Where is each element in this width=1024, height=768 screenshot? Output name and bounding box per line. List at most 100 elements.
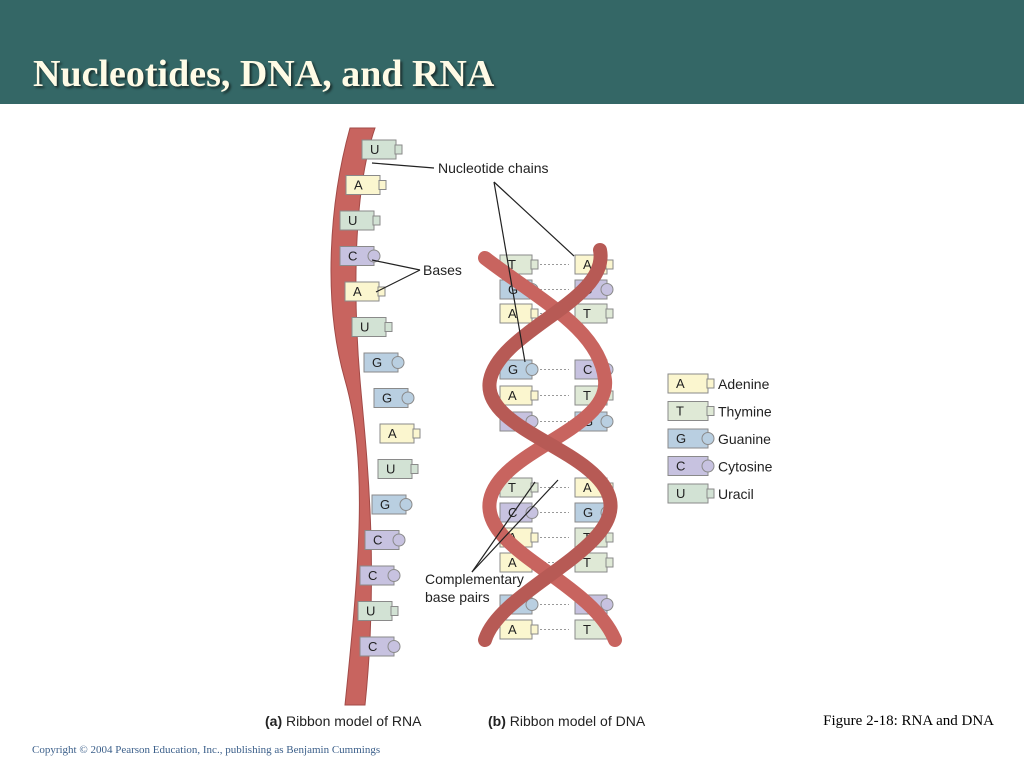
dna-pair-2-left-letter: A <box>508 306 517 321</box>
rna-base-14-knob <box>387 640 401 653</box>
rna-base-0-letter: U <box>370 142 379 157</box>
dna-pair-7-left-knob <box>525 506 539 519</box>
legend-item-adenine: A Adenine <box>667 373 770 394</box>
rna-base-9-letter: U <box>386 462 395 477</box>
rna-base-4-letter: A <box>353 284 362 299</box>
dna-pair-2-left-tab <box>530 308 539 319</box>
panel-b-label: (b) Ribbon model of DNA <box>488 713 646 729</box>
legend-swatch-4-letter: U <box>676 486 685 501</box>
rna-base-1: A <box>345 175 387 195</box>
dna-pair-6-left-letter: T <box>508 480 516 495</box>
rna-base-3-letter: C <box>348 249 357 264</box>
copyright-notice: Copyright © 2004 Pearson Education, Inc.… <box>32 744 381 756</box>
rna-base-6-letter: G <box>372 355 382 370</box>
rna-backbone <box>330 127 376 706</box>
rna-base-3: C <box>339 246 381 266</box>
dna-pair-11-left-tab <box>530 624 539 635</box>
dna-pair-11-left-letter: A <box>508 622 517 637</box>
dna-pair-2-right-tab <box>605 308 614 319</box>
rna-base-7-letter: G <box>382 391 392 406</box>
legend-item-uracil: U Uracil <box>667 483 754 504</box>
rna-base-8: A <box>379 423 421 444</box>
legend-swatch-4: U <box>667 483 715 504</box>
callout-lines <box>371 162 575 573</box>
dna-pair-7-left-letter: C <box>508 505 517 520</box>
dna-pair-5-right-knob <box>600 415 614 428</box>
rna-base-6-knob <box>391 356 405 369</box>
dna-pair-2-left: A <box>499 303 539 324</box>
rna-base-10: G <box>371 494 413 515</box>
rna-base-11-knob <box>392 533 406 547</box>
label-bases: Bases <box>423 262 462 278</box>
rna-base-0: U <box>361 139 403 160</box>
panel-a-letter: (a) <box>265 713 282 729</box>
dna-pair-0-left-letter: T <box>508 257 516 272</box>
dna-pair-11-left: A <box>499 619 539 640</box>
rna-base-7-knob <box>401 391 415 405</box>
legend-swatch-2-knob <box>701 432 715 445</box>
legend-swatch-3-knob <box>701 459 715 473</box>
label-base-pairs: base pairs <box>425 589 490 605</box>
dna-pair-11-right-letter: T <box>583 622 591 637</box>
dna-pair-4-left-letter: A <box>508 388 517 403</box>
rna-base-8-block <box>379 423 415 444</box>
dna-pair-6-right-letter: A <box>583 480 592 495</box>
rna-base-13-letter: U <box>366 604 375 619</box>
rna-base-8-tab <box>412 428 421 439</box>
dna-pair-2-right-letter: T <box>583 306 591 321</box>
rna-base-2-tab <box>372 215 381 226</box>
dna-pair-4-left: A <box>499 385 539 406</box>
legend-name-3: Cytosine <box>718 459 773 475</box>
rna-base-13: U <box>357 601 399 621</box>
rna-base-9: U <box>377 459 419 479</box>
legend-swatch-1: T <box>667 401 715 421</box>
legend-name-4: Uracil <box>718 486 754 502</box>
rna-base-1-tab <box>378 180 387 190</box>
dna-pair-4-right-letter: T <box>583 388 591 403</box>
legend-swatch-2: G <box>667 428 715 449</box>
dna-pair-2-right-block <box>574 303 608 324</box>
rna-base-13-tab <box>390 606 399 616</box>
rna-base-9-tab <box>410 464 419 474</box>
dna-pair-0-left-tab <box>530 259 539 270</box>
rna-base-11: C <box>364 530 406 550</box>
panel-a-label: (a) Ribbon model of RNA <box>265 713 422 729</box>
dna-pair-2-right: T <box>574 303 614 324</box>
legend-swatch-0-letter: A <box>676 376 685 391</box>
dna-pair-6-left-tab <box>530 482 539 493</box>
legend-swatch-4-block <box>667 483 709 504</box>
rna-base-5-tab <box>384 322 393 332</box>
rna-base-12: C <box>359 565 401 586</box>
legend-swatch-0: A <box>667 373 715 394</box>
legend-name-2: Guanine <box>718 431 771 447</box>
legend-name-0: Adenine <box>718 376 770 392</box>
rna-base-8-letter: A <box>388 426 397 441</box>
dna-pair-9-right-tab <box>605 557 614 568</box>
rna-base-1-block <box>345 175 381 195</box>
dna-pair-0-right-letter: A <box>583 257 592 272</box>
legend-swatch-0-block <box>667 373 709 394</box>
dna-pair-9-right-letter: T <box>583 555 591 570</box>
rna-base-7: G <box>373 388 415 408</box>
dna-pair-3-left-knob <box>525 363 539 376</box>
dna-pair-1-right-knob <box>600 283 614 296</box>
legend-swatch-0-tab <box>706 378 715 389</box>
legend-name-1: Thymine <box>718 404 772 420</box>
dna-pair-10-left-knob <box>525 598 539 611</box>
rna-base-10-knob <box>399 498 413 511</box>
legend-swatch-1-letter: T <box>676 404 684 419</box>
rna-base-5-letter: U <box>360 320 369 335</box>
slide-title: Nucleotides, DNA, and RNA <box>33 53 495 95</box>
dna-pair-8-right-tab <box>605 532 614 543</box>
legend-swatch-1-block <box>667 401 709 421</box>
dna-strand-2 <box>478 243 618 647</box>
legend-swatch-2-letter: G <box>676 431 686 446</box>
dna-pair-7-right-letter: G <box>583 505 593 520</box>
legend-swatch-3: C <box>667 456 715 476</box>
panel-b-text: Ribbon model of DNA <box>510 713 646 729</box>
